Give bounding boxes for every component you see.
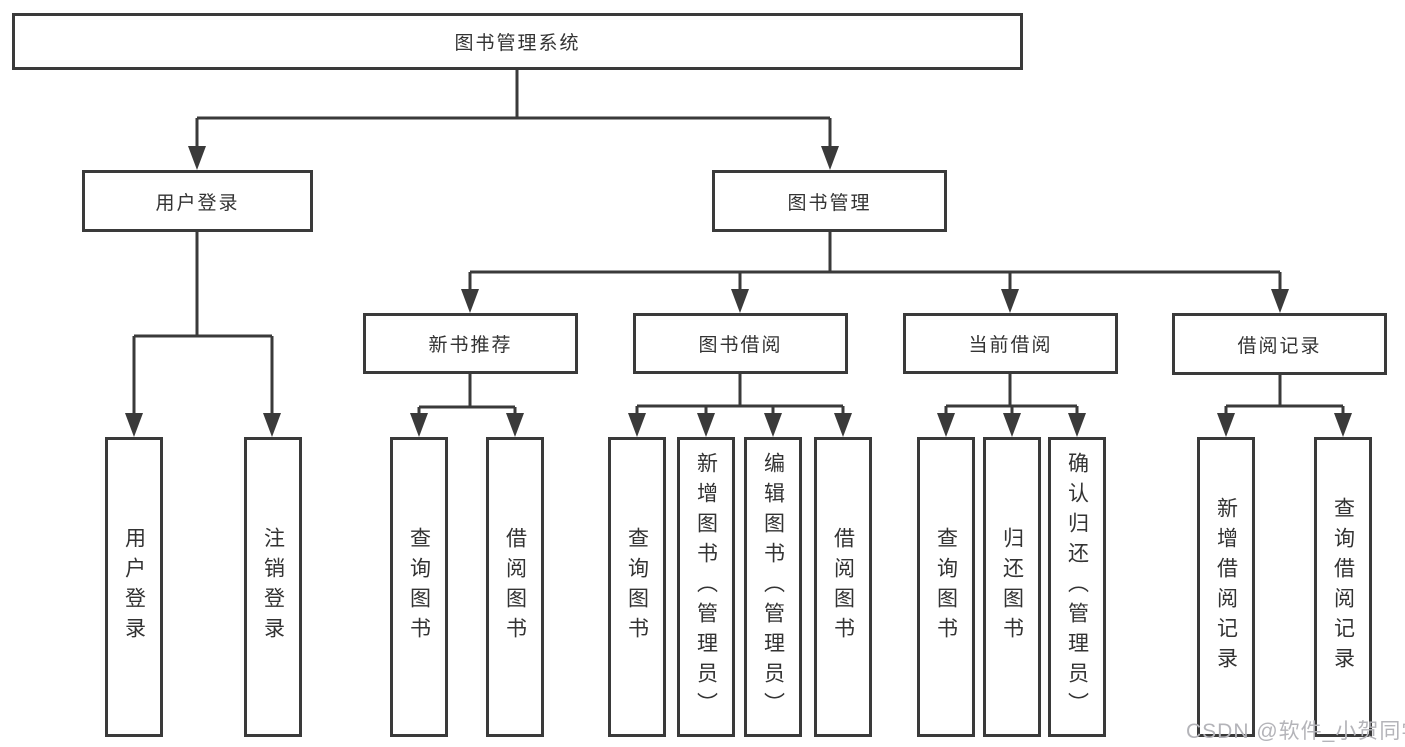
connector-book-borrow-to-leaves bbox=[628, 374, 852, 437]
arrowhead bbox=[937, 413, 955, 437]
arrowhead bbox=[764, 413, 782, 437]
leaf-borrow-books-recommend: 借阅图书 bbox=[486, 437, 544, 737]
arrowhead bbox=[1068, 413, 1086, 437]
arrowhead bbox=[628, 413, 646, 437]
node-book-management: 图书管理 bbox=[712, 170, 947, 232]
leaf-query-books-borrow: 查询图书 bbox=[608, 437, 666, 737]
arrowhead bbox=[1271, 289, 1289, 313]
arrowhead bbox=[821, 146, 839, 170]
arrowhead bbox=[461, 289, 479, 313]
arrowhead bbox=[1001, 289, 1019, 313]
arrowhead bbox=[1334, 413, 1352, 437]
connector-root-to-level2 bbox=[188, 70, 839, 170]
arrowhead bbox=[188, 146, 206, 170]
leaf-user-login: 用户登录 bbox=[105, 437, 163, 737]
connector-book-management-to-level3 bbox=[461, 232, 1289, 313]
arrowhead bbox=[1003, 413, 1021, 437]
watermark: CSDN @软件_小贺同学 bbox=[1186, 720, 1405, 743]
leaf-confirm-return-admin: 确认归还（管理员） bbox=[1048, 437, 1106, 737]
node-current-borrow: 当前借阅 bbox=[903, 313, 1118, 374]
node-book-borrow: 图书借阅 bbox=[633, 313, 848, 374]
arrowhead bbox=[125, 413, 143, 437]
connector-current-borrow-to-leaves bbox=[937, 374, 1086, 437]
connector-new-book-recommend-to-leaves bbox=[410, 374, 524, 437]
arrowhead bbox=[834, 413, 852, 437]
arrowhead bbox=[697, 413, 715, 437]
leaf-edit-book-admin: 编辑图书（管理员） bbox=[744, 437, 802, 737]
connector-borrow-records-to-leaves bbox=[1217, 374, 1352, 437]
leaf-return-book: 归还图书 bbox=[983, 437, 1041, 737]
node-root-library-management-system: 图书管理系统 bbox=[12, 13, 1023, 70]
node-user-login: 用户登录 bbox=[82, 170, 313, 232]
connector-user-login-to-leaves bbox=[125, 232, 281, 437]
leaf-add-borrow-record: 新增借阅记录 bbox=[1197, 437, 1255, 737]
leaf-query-books-current: 查询图书 bbox=[917, 437, 975, 737]
arrowhead bbox=[731, 289, 749, 313]
node-new-book-recommend: 新书推荐 bbox=[363, 313, 578, 374]
leaf-query-books-recommend: 查询图书 bbox=[390, 437, 448, 737]
node-borrow-records: 借阅记录 bbox=[1172, 313, 1387, 375]
arrowhead bbox=[410, 413, 428, 437]
leaf-add-book-admin: 新增图书（管理员） bbox=[677, 437, 735, 737]
arrowhead bbox=[263, 413, 281, 437]
arrowhead bbox=[506, 413, 524, 437]
arrowhead bbox=[1217, 413, 1235, 437]
leaf-logout: 注销登录 bbox=[244, 437, 302, 737]
leaf-borrow-books: 借阅图书 bbox=[814, 437, 872, 737]
leaf-query-borrow-record: 查询借阅记录 bbox=[1314, 437, 1372, 737]
